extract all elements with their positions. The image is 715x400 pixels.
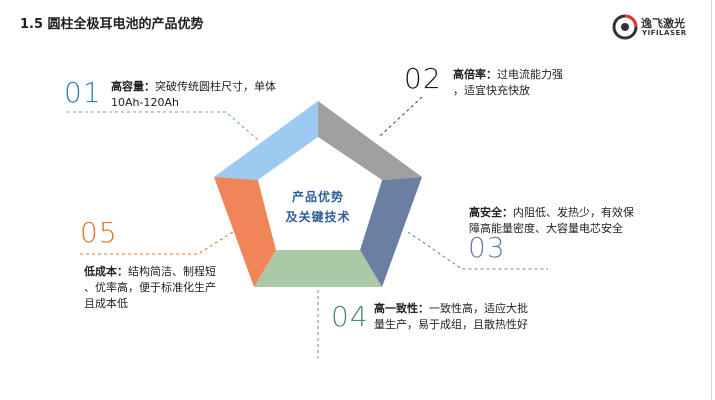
- item-01-text: 高容量：突破传统圆柱尺寸，单体 10Ah-120Ah: [111, 79, 326, 111]
- item-04-heading: 高一致性：: [374, 302, 429, 315]
- segment-03: [360, 177, 422, 287]
- company-logo: 逸飞激光 YIFILASER: [612, 14, 708, 40]
- connector-05: [80, 231, 234, 255]
- center-label: 产品优势 及关键技术: [268, 187, 368, 227]
- center-line-2: 及关键技术: [285, 210, 351, 224]
- segment-01: [214, 101, 318, 180]
- item-02-line2: ，适宜快充快放: [453, 84, 530, 97]
- item-02-heading: 高倍率：: [453, 68, 497, 81]
- logo-text-en: YIFILASER: [642, 29, 687, 37]
- number-01: 01: [64, 76, 102, 109]
- item-05-text: 低成本：结构简洁、制程短 、优率高，便于标准化生产 且成本低: [84, 264, 264, 312]
- connector-02: [379, 96, 423, 137]
- item-04-line2: 量生产，易于成组，且散热性好: [374, 318, 528, 331]
- center-line-1: 产品优势: [291, 190, 344, 204]
- inner-pentagon: [258, 137, 382, 250]
- item-05-line3: 且成本低: [84, 297, 128, 310]
- segment-04: [254, 250, 382, 287]
- segment-05: [214, 177, 276, 287]
- item-03-text: 高安全：内阻低、发热少，有效保 障高能量密度、大容量电芯安全: [469, 205, 694, 237]
- item-05-line2: 、优率高，便于标准化生产: [84, 281, 216, 294]
- item-01-line2: 10Ah-120Ah: [111, 96, 179, 109]
- number-02: 02: [404, 62, 442, 95]
- connector-01: [67, 111, 259, 141]
- item-05-heading: 低成本：: [84, 265, 128, 278]
- item-01-line1: 突破传统圆柱尺寸，单体: [155, 80, 276, 93]
- item-02-text: 高倍率：过电流能力强 ，适宜快充快放: [453, 67, 633, 99]
- segment-02: [318, 101, 422, 180]
- number-04: 04: [331, 300, 369, 333]
- number-03: 03: [468, 231, 506, 264]
- item-03-line2: 障高能量密度、大容量电芯安全: [469, 222, 623, 235]
- item-05-line1: 结构简洁、制程短: [128, 265, 216, 278]
- item-02-line1: 过电流能力强: [497, 68, 563, 81]
- slide-title: 1.5 圆柱全极耳电池的产品优势: [20, 17, 204, 32]
- edge-divider: [711, 0, 712, 400]
- logo-text-cn: 逸飞激光: [641, 17, 685, 30]
- item-04-line1: 一致性高，适应大批: [429, 302, 528, 315]
- item-03-heading: 高安全：: [469, 206, 513, 219]
- number-05: 05: [80, 216, 118, 249]
- logo-mark-icon: [612, 14, 638, 40]
- item-04-text: 高一致性：一致性高，适应大批 量生产，易于成组，且散热性好: [374, 301, 584, 333]
- item-03-line1: 内阻低、发热少，有效保: [513, 206, 634, 219]
- connector-03: [407, 231, 548, 270]
- item-01-heading: 高容量：: [111, 80, 155, 93]
